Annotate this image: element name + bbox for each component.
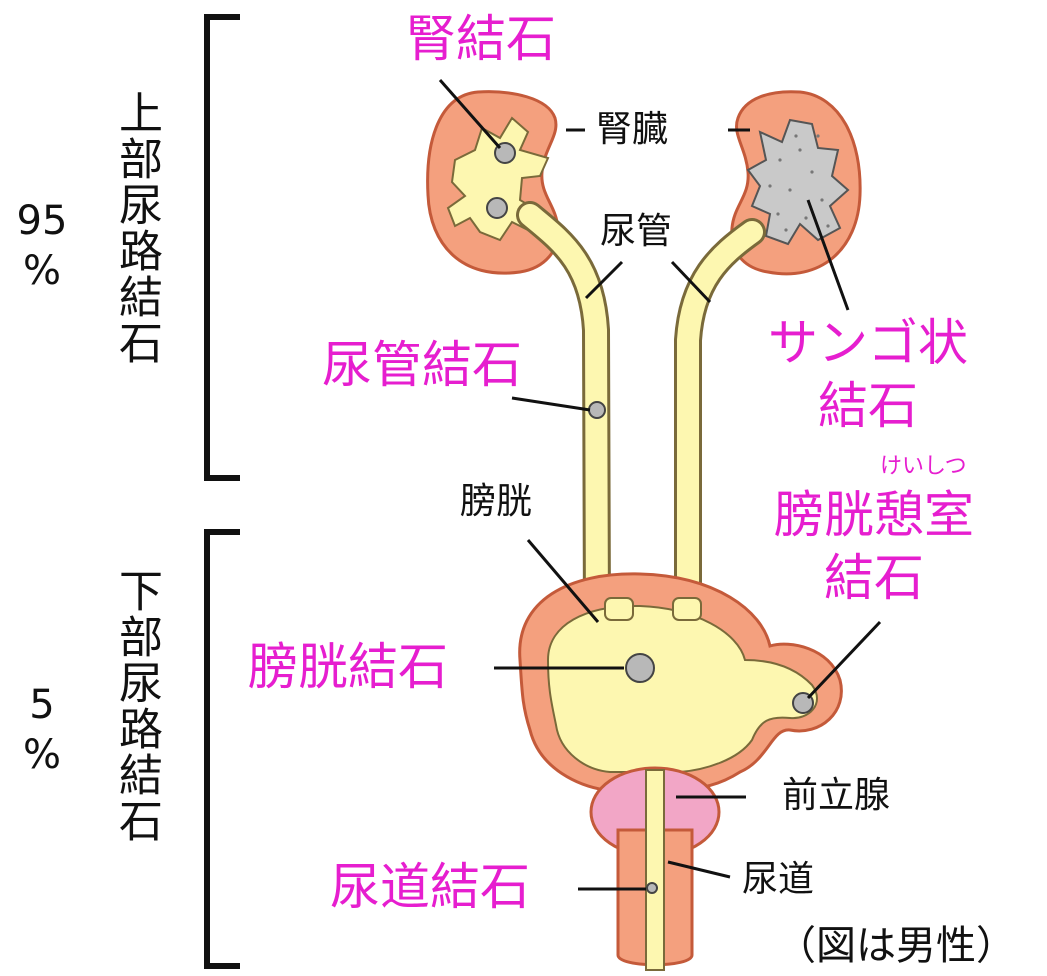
staghorn-stone-label: サンゴ状 結石 — [768, 312, 968, 437]
urethra-stone-label: 尿道結石 — [330, 858, 530, 916]
male-figure-note: （図は男性） — [776, 923, 1016, 969]
upper-percentage: 95 % — [10, 196, 74, 296]
kidney-label: 腎臓 — [596, 109, 669, 150]
diverticulum-stone-line1: 膀胱憩室 — [774, 486, 974, 544]
left-kidney — [426, 90, 560, 275]
ureter-label: 尿管 — [600, 211, 673, 252]
staghorn-stone-line1: サンゴ状 — [768, 314, 968, 372]
upper-percent-value: 95 — [16, 198, 68, 244]
lower-percentage: 5 % — [10, 680, 74, 780]
upper-urinary-tract-stones-label: 上部尿路結石 — [111, 90, 162, 366]
bladder-label: 膀胱 — [460, 481, 533, 522]
diverticulum-furigana: けいしつ — [880, 454, 967, 479]
lower-urinary-tract-stones-label: 下部尿路結石 — [111, 568, 162, 844]
kidney-stone-label: 腎結石 — [406, 10, 556, 68]
ureters — [516, 201, 766, 634]
upper-bracket — [204, 14, 240, 481]
bladder-diverticulum-stone-label: 膀胱憩室 結石 — [774, 484, 974, 609]
bladder — [518, 572, 843, 792]
upper-percent-sign: % — [22, 248, 61, 294]
diverticulum-stone-line2: 結石 — [824, 548, 924, 607]
urethra-label: 尿道 — [742, 859, 815, 900]
staghorn-stone-line2: 結石 — [818, 376, 918, 435]
urethra-stone — [646, 882, 658, 894]
kidney-stone-2 — [486, 197, 508, 219]
ureter-stone — [588, 401, 606, 419]
leader-lines — [438, 79, 882, 891]
lower-percent-value: 5 — [29, 682, 55, 728]
lower-bracket — [204, 529, 240, 969]
prostate-label: 前立腺 — [782, 775, 891, 816]
lower-percent-sign: % — [22, 732, 61, 778]
ureter-stone-label: 尿管結石 — [322, 336, 522, 394]
bladder-stone — [625, 653, 655, 683]
bladder-stone-label: 膀胱結石 — [248, 638, 448, 696]
